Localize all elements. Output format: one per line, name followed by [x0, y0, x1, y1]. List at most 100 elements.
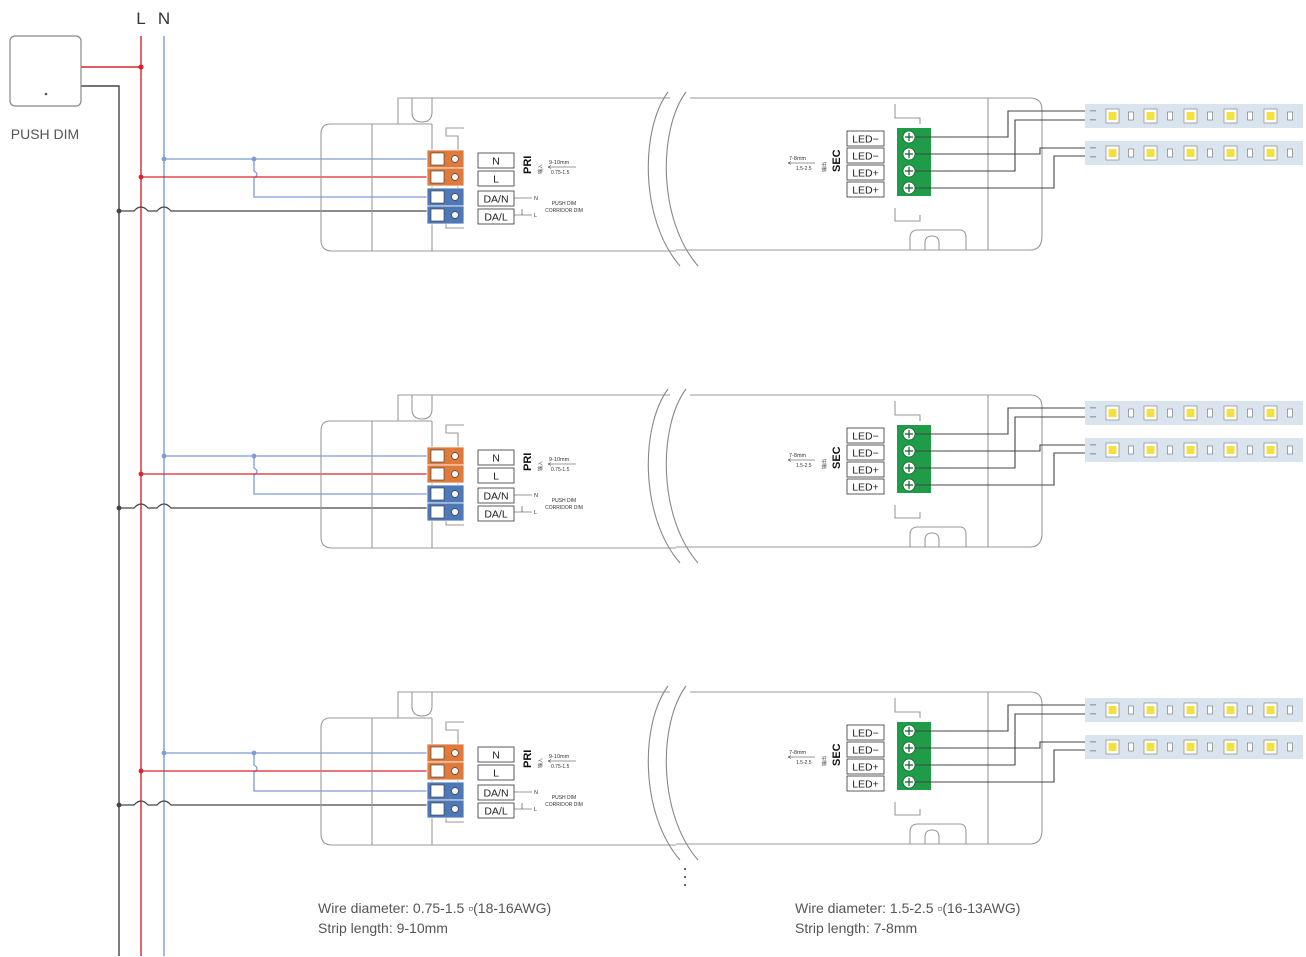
- led-chip-phosphor: [1146, 706, 1155, 714]
- led-resistor: [1207, 705, 1213, 715]
- primary-arrow: [547, 165, 576, 169]
- primary-terminal-hole: [451, 767, 459, 775]
- secondary-terminal-label-box: [846, 147, 885, 164]
- led-resistor: [1167, 408, 1173, 418]
- led-chip-phosphor: [1186, 409, 1195, 417]
- secondary-terminal-label: LED−: [852, 431, 879, 443]
- dan-link-wire: [253, 159, 427, 198]
- secondary-terminal-label-box: [846, 758, 885, 775]
- dim-link-lines: [514, 197, 532, 216]
- led-resistor: [1207, 111, 1213, 121]
- led-chip-phosphor: [1226, 446, 1235, 454]
- continuation-dot: [683, 867, 687, 871]
- primary-terminal-hole: [451, 470, 459, 478]
- housing-right-clip: [894, 401, 921, 519]
- dim-mode-push: PUSH DIM: [552, 498, 576, 504]
- primary-terminal-label-box: [477, 208, 515, 225]
- housing-right-tab: [909, 823, 967, 844]
- housing-left-tab: [411, 395, 433, 420]
- led-resistor: [1207, 445, 1213, 455]
- led-resistor: [1128, 742, 1134, 752]
- primary-terminal-label: N: [492, 156, 500, 168]
- dan-link-wire: [253, 753, 427, 792]
- led-resistor: [1167, 445, 1173, 455]
- primary-strip-length: 9-10mm: [549, 457, 570, 463]
- led-plus-wire-2: [915, 452, 1087, 486]
- led-chip-phosphor: [1226, 149, 1235, 157]
- primary-terminal-hole: [451, 211, 459, 219]
- led-resistor: [1247, 705, 1253, 715]
- led-resistor: [1247, 408, 1253, 418]
- led-resistor: [1287, 445, 1293, 455]
- housing-right-outline: [676, 97, 1043, 251]
- dim-link-l: L: [534, 510, 537, 516]
- dim-link-lines: [514, 494, 532, 513]
- primary-terminal-label-box: [477, 746, 515, 763]
- primary-terminal-label-box: [477, 784, 515, 801]
- secondary-terminal-label-box: [846, 775, 885, 792]
- neutral-label: N: [158, 9, 170, 28]
- led-strip: [1085, 698, 1303, 722]
- led-chip-phosphor: [1146, 743, 1155, 751]
- break-mark: [647, 388, 699, 564]
- led-resistor: [1207, 742, 1213, 752]
- led-chip-phosphor: [1146, 446, 1155, 454]
- primary-terminal-hole: [451, 805, 459, 813]
- primary-terminal-lever: [430, 784, 445, 798]
- led-resistor: [1287, 742, 1293, 752]
- primary-terminal-lever: [430, 449, 445, 463]
- led-chip-phosphor: [1186, 743, 1195, 751]
- secondary-header: SEC: [831, 149, 843, 172]
- push-switch-dot: [44, 92, 48, 96]
- strip-pad: [1090, 407, 1096, 409]
- secondary-terminal-label-box: [846, 478, 885, 495]
- led-plus-wire-1: [915, 416, 1087, 469]
- continuation-dot: [683, 883, 687, 887]
- led-resistor: [1167, 111, 1173, 121]
- terminal-screw-slot: [905, 744, 913, 752]
- led-chip-phosphor: [1186, 112, 1195, 120]
- housing-right-outline: [676, 394, 1043, 548]
- mains-wiring: [81, 36, 165, 956]
- primary-terminal-hole: [451, 173, 459, 181]
- led-resistor: [1167, 705, 1173, 715]
- dim-mode-corridor: CORRIDOR DIM: [545, 505, 583, 511]
- secondary-terminal-label: LED−: [852, 448, 879, 460]
- primary-note: 输入: [537, 758, 544, 768]
- terminal-screw-slot: [905, 481, 913, 489]
- primary-strip-length: 9-10mm: [549, 754, 570, 760]
- led-minus-wire-2: [915, 444, 1087, 452]
- secondary-terminal-label-box: [846, 724, 885, 741]
- secondary-note: 输出: [821, 459, 828, 469]
- dim-mode-corridor: CORRIDOR DIM: [545, 208, 583, 214]
- terminal-screw-slot: [905, 150, 913, 158]
- live-junction: [138, 64, 144, 70]
- led-chip-phosphor: [1146, 409, 1155, 417]
- led-chip-phosphor: [1108, 706, 1117, 714]
- led-chip-phosphor: [1266, 706, 1275, 714]
- primary-terminal-label-box: [477, 152, 515, 169]
- strip-pad: [1090, 741, 1096, 743]
- housing-left-outline: [320, 691, 676, 846]
- led-resistor: [1287, 111, 1293, 121]
- continuation-dot: [683, 875, 687, 879]
- led-resistor: [1167, 742, 1173, 752]
- secondary-terminal-label-box: [846, 130, 885, 147]
- led-chip-phosphor: [1108, 743, 1117, 751]
- secondary-arrow: [787, 458, 815, 462]
- strip-pad: [1090, 156, 1096, 158]
- primary-terminal-hole: [451, 155, 459, 163]
- terminal-screw-slot: [905, 761, 913, 769]
- led-resistor: [1247, 111, 1253, 121]
- strip-pad: [1090, 704, 1096, 706]
- dim-bus: [81, 85, 120, 956]
- dal-feed: [119, 800, 427, 806]
- dal-feed: [119, 206, 427, 212]
- primary-terminal-label-box: [477, 467, 515, 484]
- strip-pad: [1090, 453, 1096, 455]
- housing-left-tab: [411, 692, 433, 717]
- strip-pad: [1090, 444, 1096, 446]
- line-label: L: [136, 9, 145, 28]
